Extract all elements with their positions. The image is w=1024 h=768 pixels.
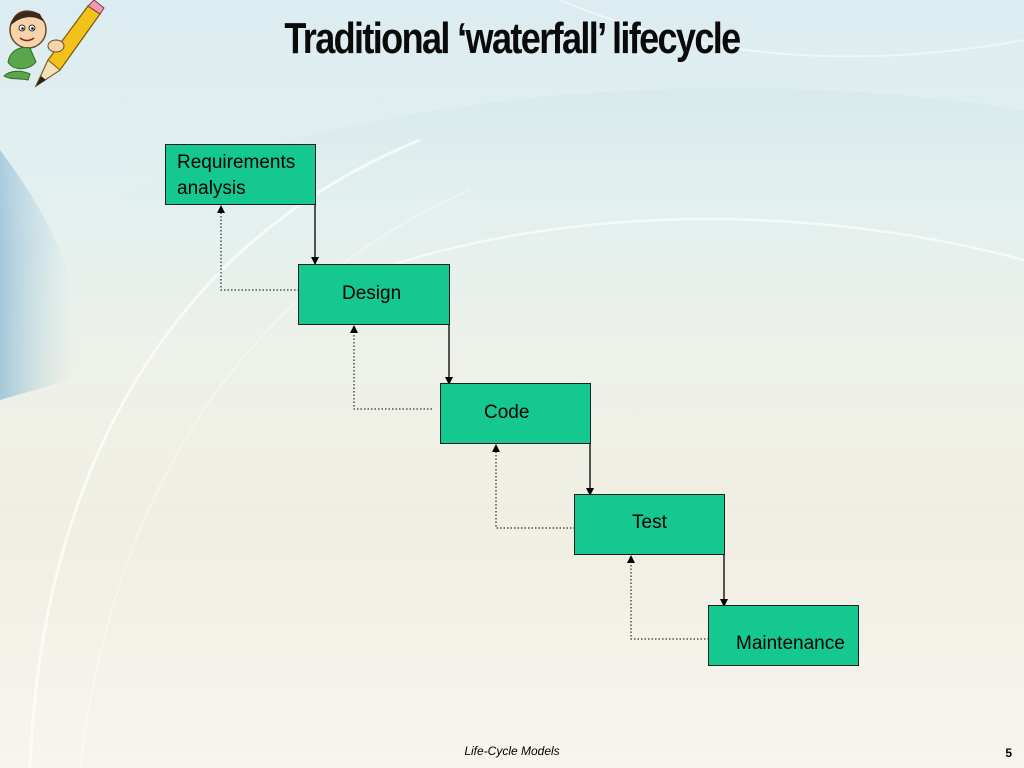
stage-label-maintenance: Maintenance xyxy=(736,633,845,654)
stage-label-design: Design xyxy=(342,283,402,304)
feedback-arrow-design-requirements xyxy=(217,205,299,291)
stage-code: Code xyxy=(440,383,591,444)
stage-maintenance: Maintenance xyxy=(708,605,859,666)
stage-design: Design xyxy=(298,264,450,325)
cartoon-pencil-character-icon xyxy=(3,0,105,88)
stage-requirements-analysis: Requirements analysis xyxy=(165,144,316,205)
stage-label-analysis: analysis xyxy=(177,178,246,199)
feedback-arrow-test-code xyxy=(492,444,575,529)
slide-title: Traditional ‘waterfall’ lifecycle xyxy=(284,14,741,63)
feedback-arrow-maintenance-test xyxy=(627,555,709,640)
page-number: 5 xyxy=(1005,746,1012,760)
stage-test: Test xyxy=(574,494,725,555)
feedback-arrow-code-design xyxy=(350,325,432,410)
slide-footer: Life-Cycle Models xyxy=(464,744,560,758)
stage-label-code: Code xyxy=(484,402,530,423)
stage-label-test: Test xyxy=(632,512,667,533)
stage-label-requirements: Requirements xyxy=(177,152,296,173)
